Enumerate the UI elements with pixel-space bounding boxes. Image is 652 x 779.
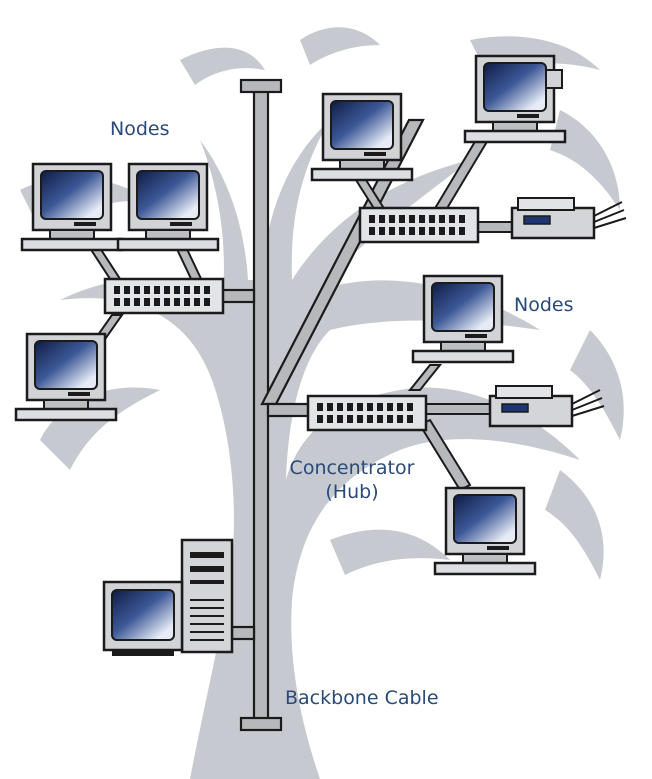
- backbone-top-cap: [239, 78, 283, 94]
- computer-node-left-1: [20, 162, 124, 252]
- backbone-bottom-cap: [239, 716, 283, 732]
- network-cables: [220, 78, 425, 732]
- computer-node-right-1: [411, 274, 515, 364]
- computer-node-top-2: [463, 54, 567, 144]
- printer-top: [510, 196, 628, 240]
- device-cables: [84, 139, 517, 492]
- hub-left: [103, 277, 225, 315]
- nodes-label-left: Nodes: [110, 118, 170, 140]
- concentrator-label: Concentrator (Hub): [272, 456, 432, 504]
- server-workstation: [102, 538, 234, 656]
- concentrator-label-line2: (Hub): [325, 481, 379, 503]
- hub-concentrator: [306, 394, 428, 432]
- concentrator-label-line1: Concentrator: [289, 457, 415, 479]
- computer-node-right-2: [433, 486, 537, 576]
- hub-top-right: [358, 206, 480, 244]
- printer-middle: [488, 384, 606, 428]
- nodes-label-right: Nodes: [514, 294, 574, 316]
- computer-node-left-2: [116, 162, 220, 252]
- backbone-cable: [252, 86, 270, 726]
- backbone-cable-label: Backbone Cable: [285, 687, 439, 709]
